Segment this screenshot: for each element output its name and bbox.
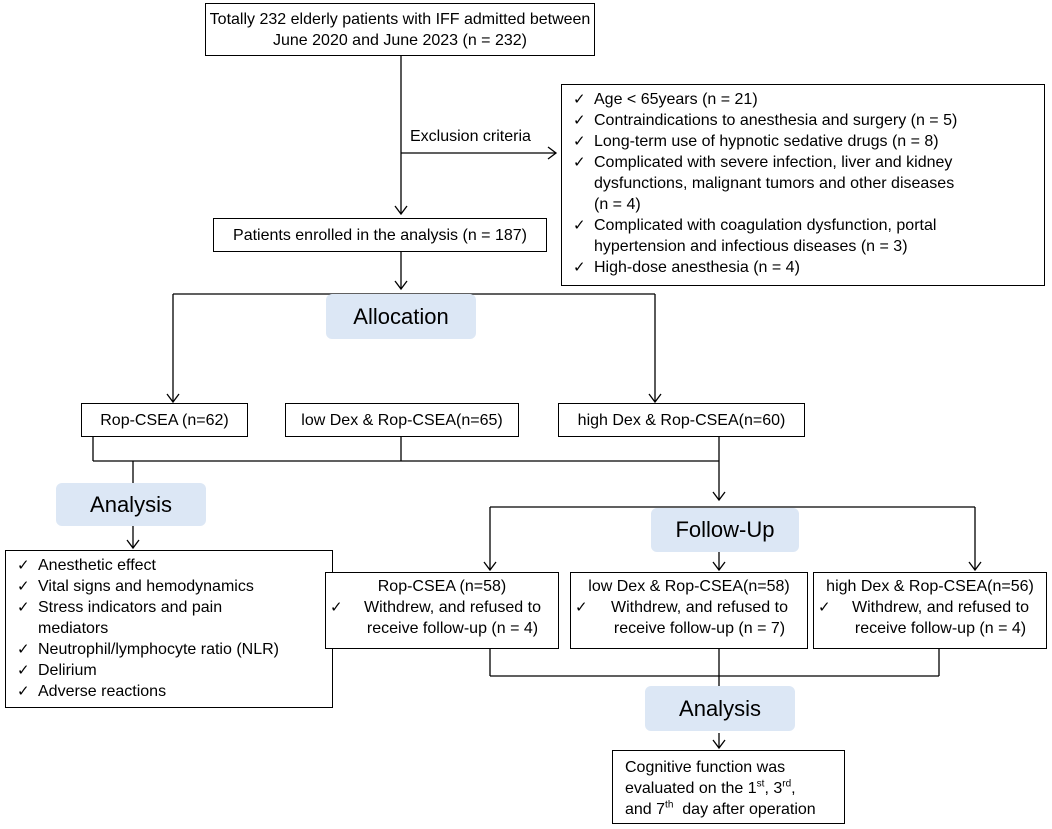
arrowhead-cognitive xyxy=(712,739,726,750)
group-label-2: low Dex & Rop-CSEA(n=65) xyxy=(301,411,503,429)
analysis-outcome-item: Adverse reactions xyxy=(17,681,326,702)
followup-withdrawal-1-line-2: receive follow-up (n = 4) xyxy=(366,620,539,637)
arrowhead-exclusion xyxy=(547,146,558,160)
arrowhead-followup xyxy=(712,491,726,502)
followup-withdrawal-item-1: Withdrew, and refused to receive follow-… xyxy=(330,597,554,639)
cognitive-line-3-end: day after operation xyxy=(673,801,816,818)
exclusion-list: Age < 65years (n = 21) Contraindications … xyxy=(573,89,1036,278)
group-box-rop-csea: Rop-CSEA (n=62) xyxy=(81,403,248,437)
arrowhead-group-3 xyxy=(648,393,662,404)
exclusion-item: High-dose anesthesia (n = 4) xyxy=(573,257,1036,278)
analysis-outcome-item-line: Adverse reactions xyxy=(38,683,167,700)
exclusion-item-line: Long-term use of hypnotic sedative drugs… xyxy=(594,133,939,150)
source-population-box: Totally 232 elderly patients with IFF ad… xyxy=(205,3,595,56)
followup-withdrawal-item-2: Withdrew, and refused to receive follow-… xyxy=(575,597,803,639)
followup-title-3: high Dex & Rop-CSEA(n=56) xyxy=(826,578,1034,595)
arrowhead-enrolled xyxy=(394,205,408,216)
followup-withdrawal-2-line-2: receive follow-up (n = 7) xyxy=(613,620,786,637)
analysis-outcome-item-line: Anesthetic effect xyxy=(38,557,156,574)
group-label-3: high Dex & Rop-CSEA(n=60) xyxy=(577,411,786,429)
exclusion-item: Contraindications to anesthesia and surg… xyxy=(573,110,1036,131)
cognitive-line-3: and 7th day after operation xyxy=(625,799,838,820)
analysis-outcomes-box: Anesthetic effectVital signs and hemodyn… xyxy=(5,550,333,708)
analysis-outcomes-list: Anesthetic effectVital signs and hemodyn… xyxy=(17,555,326,702)
exclusion-criteria-label: Exclusion criteria xyxy=(410,128,531,145)
group-box-high-dex: high Dex & Rop-CSEA(n=60) xyxy=(558,403,805,437)
arrowhead-fu-3 xyxy=(968,561,982,572)
followup-title-1: Rop-CSEA (n=58) xyxy=(377,578,507,595)
source-line-1: Totally 232 elderly patients with IFF ad… xyxy=(209,10,591,28)
exclusion-item-line: Contraindications to anesthesia and surg… xyxy=(594,112,958,129)
analysis-outcome-item-line: mediators xyxy=(38,620,109,637)
followup-withdrawal-2-line-1: Withdrew, and refused to xyxy=(611,599,788,616)
followup-label: Follow-Up xyxy=(651,508,799,552)
group-box-low-dex: low Dex & Rop-CSEA(n=65) xyxy=(285,403,519,437)
analysis-label-right: Analysis xyxy=(645,686,795,731)
exclusion-item-line: Complicated with coagulation dysfunction… xyxy=(594,217,937,234)
enrolled-box: Patients enrolled in the analysis (n = 1… xyxy=(213,218,547,252)
followup-withdrawal-3: Withdrew, and refused to receive follow-… xyxy=(818,597,1042,639)
analysis-outcome-item-line: Vital signs and hemodynamics xyxy=(38,578,254,595)
analysis-outcome-item: Stress indicators and pain mediators xyxy=(17,597,326,639)
followup-box-high-dex: high Dex & Rop-CSEA(n=56) Withdrew, and … xyxy=(813,572,1047,649)
cognitive-sup-third: rd xyxy=(782,778,792,790)
analysis-outcome-item: Neutrophil/lymphocyte ratio (NLR) xyxy=(17,639,326,660)
analysis-outcome-item-line: Neutrophil/lymphocyte ratio (NLR) xyxy=(38,641,279,658)
arrowhead-fu-1 xyxy=(483,561,497,572)
exclusion-item-line: (n = 4) xyxy=(594,196,641,213)
analysis-outcome-item: Delirium xyxy=(17,660,326,681)
exclusion-item: Long-term use of hypnotic sedative drugs… xyxy=(573,131,1036,152)
cognitive-line-2: evaluated on the 1st, 3rd, xyxy=(625,778,838,799)
exclusion-item-line: High-dose anesthesia (n = 4) xyxy=(594,259,800,276)
allocation-label: Allocation xyxy=(326,294,476,339)
analysis-outcome-item-line: Delirium xyxy=(38,662,97,679)
group-label-1: Rop-CSEA (n=62) xyxy=(100,411,229,429)
exclusion-item-line: hypertension and infectious diseases (n … xyxy=(594,238,908,255)
exclusion-item-line: Age < 65years (n = 21) xyxy=(594,91,758,108)
cognitive-line-3-text: and 7 xyxy=(625,801,666,818)
analysis-outcome-item: Anesthetic effect xyxy=(17,555,326,576)
cognitive-sup-seventh: th xyxy=(665,799,674,811)
arrowhead-group-1 xyxy=(166,393,180,404)
exclusion-item: Age < 65years (n = 21) xyxy=(573,89,1036,110)
exclusion-criteria-box: Age < 65years (n = 21) Contraindications … xyxy=(561,84,1045,286)
enrolled-label: Patients enrolled in the analysis (n = 1… xyxy=(233,226,527,244)
cognitive-sup-first: st xyxy=(756,778,765,790)
followup-withdrawal-1-line-1: Withdrew, and refused to xyxy=(364,599,541,616)
exclusion-item-line: Complicated with severe infection, liver… xyxy=(594,154,953,171)
followup-withdrawal-1: Withdrew, and refused to receive follow-… xyxy=(330,597,554,639)
source-line-2: June 2020 and June 2023 (n = 232) xyxy=(273,31,527,49)
exclusion-item: Complicated with coagulation dysfunction… xyxy=(573,215,1036,257)
analysis-outcome-item: Vital signs and hemodynamics xyxy=(17,576,326,597)
exclusion-item: Complicated with severe infection, liver… xyxy=(573,152,1036,215)
cognitive-function-box: Cognitive function was evaluated on the … xyxy=(612,750,845,824)
followup-withdrawal-2: Withdrew, and refused to receive follow-… xyxy=(575,597,803,639)
cognitive-line-1: Cognitive function was xyxy=(625,759,786,776)
cognitive-line-2-text: evaluated on the 1 xyxy=(625,780,757,797)
followup-withdrawal-3-line-1: Withdrew, and refused to xyxy=(852,599,1029,616)
followup-withdrawal-3-line-2: receive follow-up (n = 4) xyxy=(854,620,1027,637)
arrowhead-fu-2 xyxy=(712,561,726,572)
cognitive-sep-1: , 3 xyxy=(764,780,783,797)
followup-box-rop-csea: Rop-CSEA (n=58) Withdrew, and refused to… xyxy=(325,572,559,649)
analysis-outcome-item-line: Stress indicators and pain xyxy=(38,599,223,616)
analysis-label-left: Analysis xyxy=(56,483,206,526)
followup-box-low-dex: low Dex & Rop-CSEA(n=58) Withdrew, and r… xyxy=(570,572,808,649)
followup-title-2: low Dex & Rop-CSEA(n=58) xyxy=(588,578,790,595)
arrowhead-allocation xyxy=(394,280,408,291)
arrowhead-analysis-left xyxy=(126,539,140,550)
followup-withdrawal-item-3: Withdrew, and refused to receive follow-… xyxy=(818,597,1042,639)
cognitive-sep-2: , xyxy=(791,780,796,797)
exclusion-item-line: dysfunctions, malignant tumors and other… xyxy=(594,175,955,192)
